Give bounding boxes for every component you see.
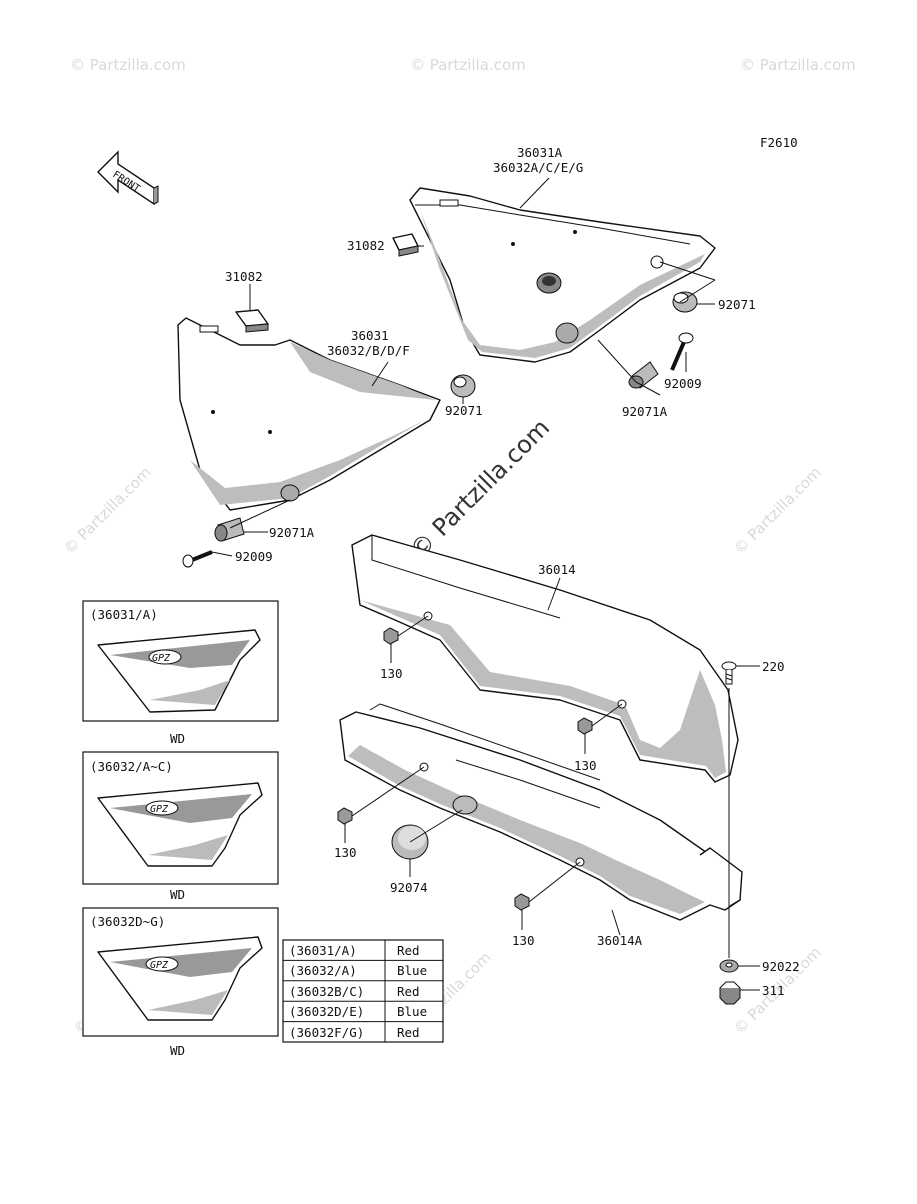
decal-logo: GPZ [150, 960, 169, 971]
grommet-92071-left [450, 374, 476, 398]
callout-36014a: 36014A [597, 933, 643, 948]
callout-31082-left: 31082 [225, 269, 263, 284]
callout-92071-right: 92071 [718, 297, 756, 312]
diagram-code: F2610 [760, 135, 798, 150]
color-table-code: (36032B/C) [289, 984, 364, 999]
bolt-92009-left [182, 550, 213, 568]
color-table-color: Blue [397, 1004, 427, 1019]
callout-130: 130 [574, 758, 597, 773]
color-table-color: Red [397, 984, 420, 999]
collar-92071a-left [214, 517, 245, 542]
callout-36032a-c-e-g: 36032A/C/E/G [493, 160, 583, 175]
grommet-92071-right [672, 291, 698, 313]
color-table-code: (36032F/G) [289, 1025, 364, 1040]
washer-92022-icon [719, 959, 739, 973]
watermark: © Partzilla.com [70, 56, 186, 74]
watermark: © Partzilla.com [740, 56, 856, 74]
color-table-code: (36032/A) [289, 963, 357, 978]
bolt-130-icon [577, 717, 593, 735]
callout-36031a: 36031A [517, 145, 563, 160]
color-table-code: (36031/A) [289, 943, 357, 958]
clip-31082-right [392, 233, 419, 257]
color-table-color: Blue [397, 963, 427, 978]
decal-caption: WD [170, 887, 185, 902]
watermark: © Partzilla.com [60, 463, 155, 558]
color-table-code: (36032D/E) [289, 1004, 364, 1019]
chain-cover-36014a [339, 703, 743, 921]
callout-130: 130 [334, 845, 357, 860]
decal-code: (36032D~G) [90, 914, 165, 929]
bolt-130-icon [383, 627, 399, 645]
callout-130: 130 [512, 933, 535, 948]
color-table-color: Red [397, 1025, 420, 1040]
screw-220-icon [721, 661, 737, 685]
right-side-cover [409, 187, 716, 363]
watermark: © Partzilla.com [410, 56, 526, 74]
callout-92009-left: 92009 [235, 549, 273, 564]
callout-92074: 92074 [390, 880, 428, 895]
collar-92071a-right [628, 361, 659, 389]
callout-92022: 92022 [762, 959, 800, 974]
left-side-cover [177, 317, 441, 511]
bolt-130-icon [337, 807, 353, 825]
decal-code: (36031/A) [90, 607, 158, 622]
decal-panel-1: (36031/A) GPZ WD [82, 600, 279, 746]
callout-311: 311 [762, 983, 785, 998]
leader-lines [211, 177, 760, 991]
nut-311-icon [719, 981, 741, 1005]
decal-caption: WD [170, 1043, 185, 1058]
callout-36014: 36014 [538, 562, 576, 577]
watermark: © Partzilla.com [730, 463, 825, 558]
clip-31082-left [235, 309, 269, 333]
callout-92071a-left: 92071A [269, 525, 315, 540]
decal-panel-2: (36032/A~C) GPZ WD [82, 751, 279, 902]
decal-code: (36032/A~C) [90, 759, 173, 774]
decal-logo: GPZ [152, 653, 171, 664]
bolt-92009-right [670, 332, 694, 371]
callout-92071-left: 92071 [445, 403, 483, 418]
front-arrow-icon: FRONT [97, 150, 159, 206]
center-watermark: © Partzilla.com [404, 413, 555, 564]
chain-cover-36014 [351, 534, 739, 783]
callout-130: 130 [380, 666, 403, 681]
callout-92009-right: 92009 [664, 376, 702, 391]
decal-panel-3: (36032D~G) GPZ WD [82, 907, 279, 1058]
color-table: (36031/A) Red (36032/A) Blue (36032B/C) … [282, 939, 444, 1043]
decal-logo: GPZ [150, 804, 169, 815]
callout-36032-b-d-f: 36032/B/D/F [327, 343, 410, 358]
callout-labels: 36031A 36032A/C/E/G 31082 31082 36031 36… [225, 145, 800, 998]
color-table-color: Red [397, 943, 420, 958]
bolt-130-icon [514, 893, 530, 911]
callout-220: 220 [762, 659, 785, 674]
decal-caption: WD [170, 731, 185, 746]
callout-31082-right: 31082 [347, 238, 385, 253]
callout-36031: 36031 [351, 328, 389, 343]
callout-92071a-right: 92071A [622, 404, 668, 419]
